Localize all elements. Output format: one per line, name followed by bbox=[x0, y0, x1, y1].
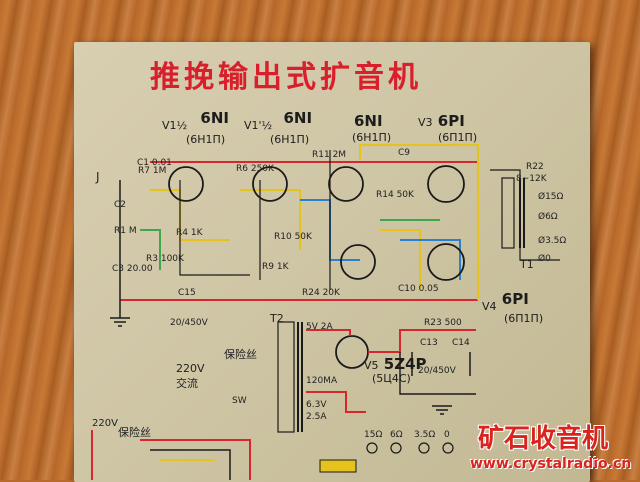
label-5v-2a: 5V 2A bbox=[306, 322, 333, 332]
tube-v4-envelope bbox=[427, 243, 465, 281]
label-t1: T1 bbox=[520, 258, 534, 271]
tube-v2b-envelope bbox=[340, 244, 376, 280]
label-120ma: 120MA bbox=[306, 376, 338, 386]
label-term-15: 15Ω bbox=[364, 430, 383, 440]
tube-v4-sub: (6П1П) bbox=[504, 312, 544, 325]
label-out-0: Ø0 bbox=[538, 254, 551, 264]
tube-v2a-envelope bbox=[328, 166, 364, 202]
label-r4: R4 1K bbox=[176, 228, 203, 238]
label-c15: C15 bbox=[178, 288, 196, 298]
label-r3: R3 100K bbox=[146, 254, 184, 264]
diagram-title: 推挽输出式扩音机 bbox=[150, 60, 422, 95]
tube-v1b-envelope bbox=[252, 166, 288, 202]
label-j: J bbox=[96, 170, 100, 184]
label-out-35: Ø3.5Ω bbox=[538, 236, 567, 246]
ground-symbol bbox=[110, 317, 452, 415]
label-r23: R23 500 bbox=[424, 318, 462, 328]
label-r1: R1 M bbox=[114, 226, 137, 236]
label-t2: T2 bbox=[270, 312, 284, 325]
label-c15-voltage: 20/450V bbox=[170, 318, 208, 328]
label-220v: 220V bbox=[92, 418, 118, 429]
label-term-6: 6Ω bbox=[390, 430, 403, 440]
label-r22: R22 bbox=[526, 162, 544, 172]
label-c1: C1 0.01 bbox=[137, 158, 172, 168]
label-term-0: 0 bbox=[444, 430, 450, 440]
label-c14: C14 bbox=[452, 338, 470, 348]
tube-v3-envelope bbox=[427, 165, 465, 203]
watermark-logo: 矿石收音机 bbox=[478, 424, 609, 454]
tube-v1-label: V1½ 6NI bbox=[162, 109, 229, 132]
tube-v3-sub: (6П1П) bbox=[438, 131, 478, 144]
label-c13-c14-voltage: 20/450V bbox=[418, 366, 456, 376]
label-ac-input: 220V 交流 bbox=[176, 362, 205, 390]
label-25a: 2.5A bbox=[306, 412, 327, 422]
tube-v4-label: V4 6PI bbox=[482, 290, 529, 313]
tube-v1-envelope bbox=[168, 166, 204, 202]
tube-v5-envelope bbox=[335, 335, 369, 369]
label-r7: R7 1M bbox=[138, 166, 167, 176]
label-r6: R6 250K bbox=[236, 164, 274, 174]
output-terminals bbox=[366, 442, 454, 454]
tube-v2-label: 6NI bbox=[354, 112, 383, 130]
bottom-capacitor bbox=[319, 459, 357, 473]
label-c10: C10 0.05 bbox=[398, 284, 439, 294]
label-r14: R14 50K bbox=[376, 190, 414, 200]
label-term-35: 3.5Ω bbox=[414, 430, 436, 440]
label-r11: R11 2M bbox=[312, 150, 347, 160]
label-fuse-bottom: 保险丝 bbox=[118, 426, 151, 439]
label-sw: SW bbox=[232, 396, 247, 406]
label-out-6: Ø6Ω bbox=[538, 212, 558, 222]
tube-v1b-sub: (6H1П) bbox=[270, 133, 310, 146]
label-c3: C3 20.00 bbox=[112, 264, 153, 274]
label-63v: 6.3V bbox=[306, 400, 327, 410]
label-c9: C9 bbox=[398, 148, 411, 158]
label-out-15: Ø15Ω bbox=[538, 192, 564, 202]
label-r22-value: 8~12K bbox=[516, 174, 547, 184]
transformer-t2 bbox=[277, 321, 295, 433]
label-fuse: 保险丝 bbox=[224, 348, 257, 361]
label-r10: R10 50K bbox=[274, 232, 312, 242]
label-r9: R9 1K bbox=[262, 262, 289, 272]
tube-v3-label: V3 6PI bbox=[418, 112, 465, 130]
label-r24: R24 20K bbox=[302, 288, 340, 298]
tube-v5-sub: (5Ц4С) bbox=[372, 372, 411, 385]
watermark-url: www.crystalradio.cn bbox=[470, 456, 632, 472]
tube-v2-sub: (6H1П) bbox=[352, 131, 392, 144]
label-c2: C2 bbox=[114, 200, 127, 210]
transformer-t1 bbox=[501, 177, 515, 249]
label-c13: C13 bbox=[420, 338, 438, 348]
tube-v1-sub: (6H1П) bbox=[186, 133, 226, 146]
tube-v5-label: V5 5Z4P bbox=[364, 355, 427, 373]
tube-v1b-label: V1'½ 6NI bbox=[244, 109, 313, 132]
